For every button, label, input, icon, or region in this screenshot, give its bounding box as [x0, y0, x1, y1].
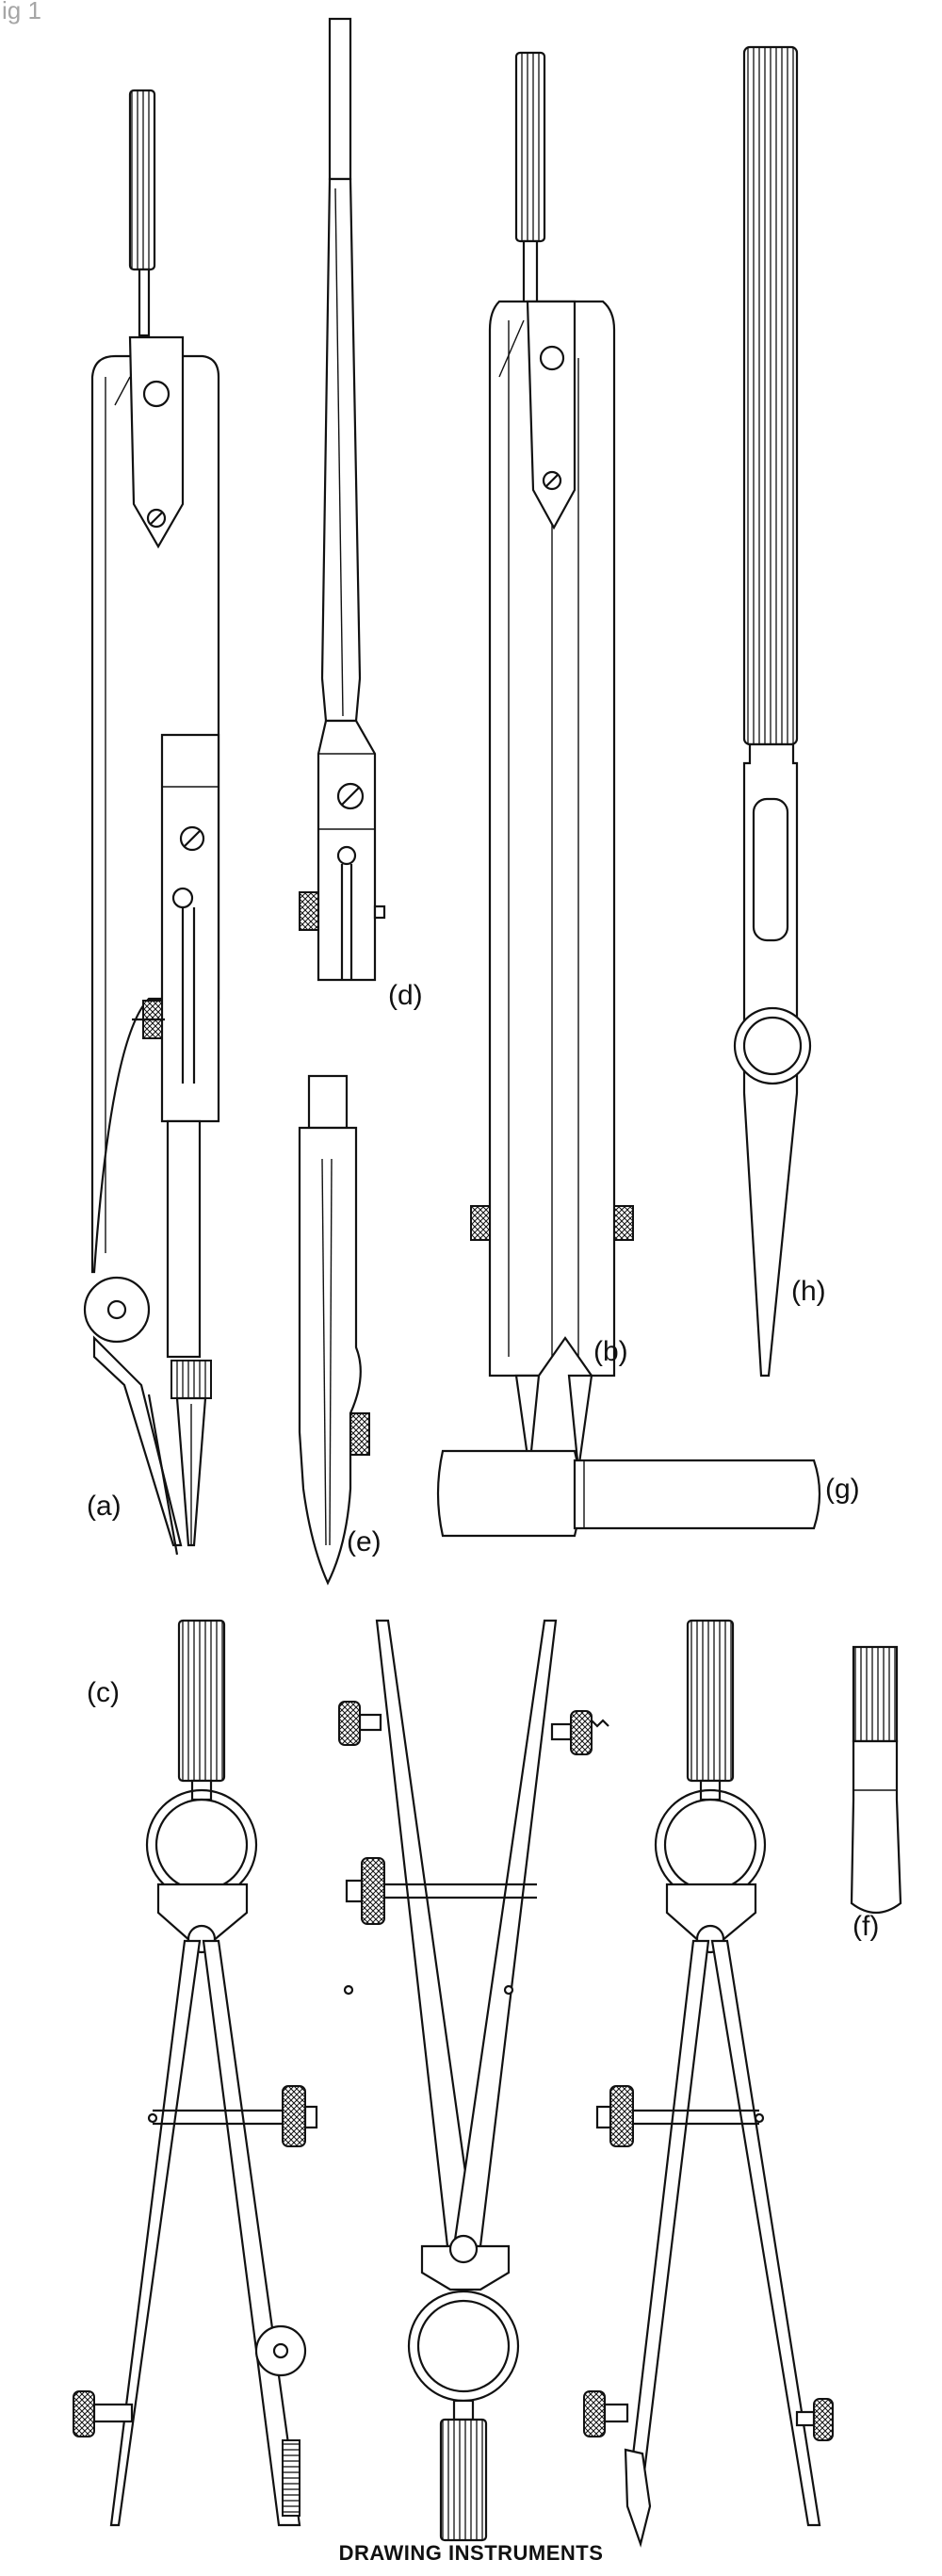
- instrument-h-pointer: [733, 45, 812, 1378]
- label-c: (c): [87, 1677, 120, 1708]
- label-f: (f): [853, 1911, 880, 1942]
- label-h: (h): [791, 1276, 826, 1307]
- instrument-a-compass: [83, 89, 220, 1556]
- instrument-e-pen: [298, 1074, 370, 1586]
- figure-tag: ig 1: [2, 0, 41, 24]
- instrument-c-center-divider: [338, 1619, 609, 2542]
- instrument-b-divider: [470, 51, 634, 1471]
- label-e: (e): [347, 1526, 382, 1557]
- instrument-f-key: [850, 1645, 902, 1915]
- instrument-c-right-bow: [583, 1619, 834, 2548]
- instrument-d-lengthening-bar: [299, 17, 386, 982]
- main-leg-a: [90, 354, 220, 1274]
- knurled-handle-a: [128, 89, 156, 271]
- figure-caption: DRAWING INSTRUMENTS: [338, 2541, 604, 2565]
- instrument-g-lead: [436, 1449, 821, 1538]
- label-g: (g): [825, 1474, 860, 1505]
- instrument-c-left-bow: [73, 1619, 318, 2527]
- ribbed-shaft-h: [742, 45, 799, 746]
- bar-shaft-d: [320, 177, 362, 723]
- label-b: (b): [593, 1336, 628, 1367]
- head-plate-a: [128, 335, 185, 549]
- label-d: (d): [388, 980, 423, 1011]
- pencil-leg-a: [160, 733, 220, 1123]
- label-a: (a): [87, 1491, 122, 1522]
